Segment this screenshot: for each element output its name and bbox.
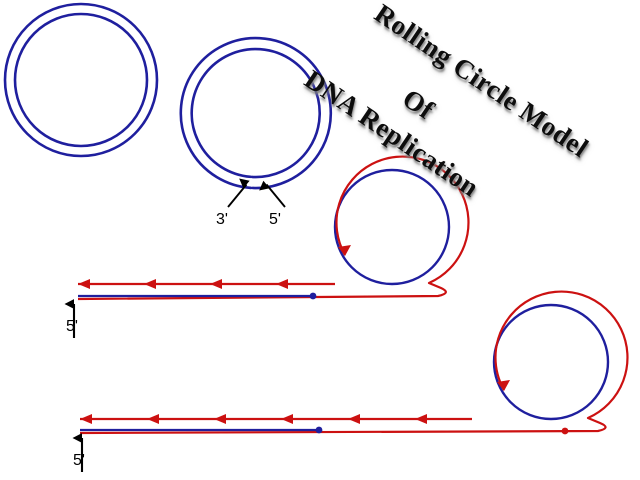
stage1-outer-strand	[3, 2, 159, 158]
stage2-5prime-pointer-arrow	[259, 180, 286, 208]
stage3-direction-arrowheads	[78, 279, 288, 289]
stage3-spiral-arrowhead	[338, 245, 351, 256]
stage3-template-circle	[333, 168, 451, 286]
stage2-3prime-pointer-arrow	[227, 178, 250, 208]
stage3-arrowhead-3	[210, 279, 222, 289]
stage-3-rolling-circle-early	[64, 155, 470, 338]
stage4-arrowhead-6	[415, 414, 427, 424]
stage3-new-strand-spiral	[77, 155, 470, 301]
stage4-arrowhead-5	[348, 414, 360, 424]
stage4-new-strand-origin-dot	[561, 427, 569, 435]
stage-4-rolling-circle-late	[72, 290, 629, 472]
stage2-outer-strand	[179, 36, 333, 190]
stage2-inner-nicked-strand	[190, 47, 321, 179]
stage4-direction-arrowheads	[80, 414, 427, 424]
stage4-arrowhead-2	[147, 414, 159, 424]
stage4-arrowhead-1	[80, 414, 92, 424]
stage4-new-strand-spiral	[79, 290, 629, 435]
stage4-spiral-arrowhead	[497, 380, 510, 391]
stage-2-nicked-circle	[179, 36, 333, 208]
stage3-tail-template-end-dot	[309, 292, 317, 300]
stage1-inner-strand	[13, 12, 149, 148]
stage4-arrowhead-4	[281, 414, 293, 424]
stage3-arrowhead-2	[144, 279, 156, 289]
stage3-arrowhead-4	[276, 279, 288, 289]
stage4-arrowhead-3	[214, 414, 226, 424]
stage4-tail-template-end-dot	[315, 426, 323, 434]
stage4-template-circle	[492, 303, 610, 421]
stage3-arrowhead-1	[78, 279, 90, 289]
stage-1-intact-circle	[3, 2, 159, 158]
